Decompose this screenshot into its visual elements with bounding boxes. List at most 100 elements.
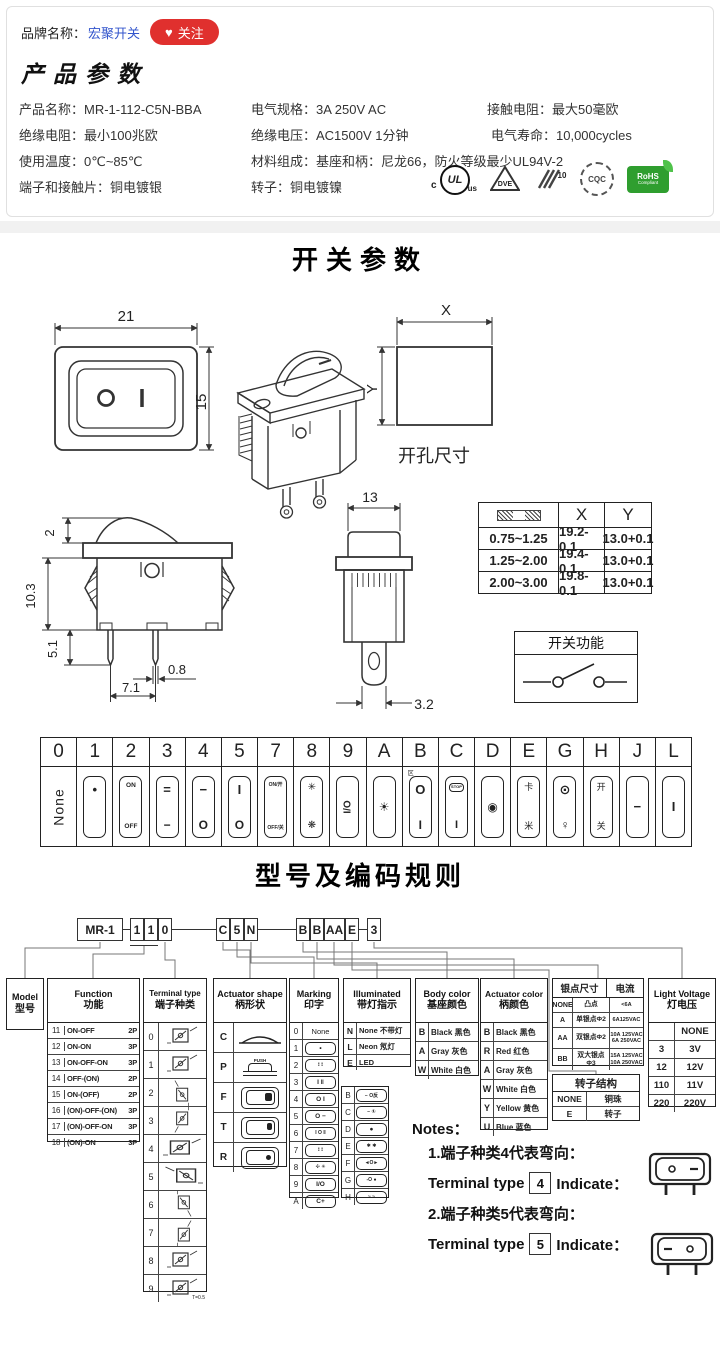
marking-row-code: 0 <box>290 1023 303 1039</box>
marking-none-label: None <box>50 787 67 826</box>
hole-cutout-view <box>396 346 493 426</box>
marking-symbol-cell: I/O <box>330 767 365 846</box>
marking-row-symbol: ◄O► <box>356 1156 387 1170</box>
marking-symbol-cell: 开 关 <box>584 767 619 846</box>
card-title: 产品参数 <box>21 61 149 88</box>
follow-label: 关注 <box>177 25 204 41</box>
actuator-color-row: Y Yellow 黄色 <box>481 1099 547 1118</box>
code-box-illuminated: N <box>244 918 258 941</box>
function-row: 14 OFF-(ON) 2P <box>48 1071 139 1087</box>
marking-symbol-bottom: ♀ <box>560 817 570 832</box>
dim-21: 21 <box>118 308 135 325</box>
note-cn-line: 2.端子种类5代表弯向： <box>428 1206 584 1223</box>
marking-en: Marking <box>296 988 332 999</box>
vde-cert-icon: DVE <box>490 165 520 191</box>
dim-x: X <box>441 302 451 319</box>
end-view-dimensions <box>336 503 412 709</box>
panel-x-value: 19.2-0.1 <box>559 524 605 554</box>
param-cell: 端子和接触片：铜电镀银 <box>19 180 163 195</box>
param-cell: 接触电阻：最大50毫欧 <box>487 102 619 117</box>
follow-button[interactable]: ♥ 关注 <box>150 19 219 45</box>
marking-code: J <box>619 738 655 767</box>
marking-row-symbol: − ① <box>356 1105 387 1119</box>
marking-symbol-top: STOP <box>448 782 465 792</box>
function-row: 13 ON-OFF-ON 3P <box>48 1055 139 1071</box>
marking-row: A C+ <box>290 1193 338 1209</box>
marking-code-column: C STOP I <box>438 738 476 846</box>
light-voltage-cn: 灯电压 <box>667 1000 697 1012</box>
function-code: 12 <box>48 1042 65 1051</box>
marking-code-column: 1 • <box>77 738 114 846</box>
code-link <box>258 929 296 930</box>
terminal-type-diagram <box>159 1190 206 1217</box>
light-voltage-code <box>649 1023 675 1040</box>
marking-code-column: 7 ON/开 OFF/关 <box>258 738 295 846</box>
marking-row: G -O ● <box>342 1172 388 1189</box>
silver-code: BB <box>553 1049 573 1070</box>
rocker-symbol: ☀ <box>372 775 396 838</box>
column-marking: Marking 印字 0 None 1 • 2 ⁝ ⁝ 3 I ‖ <box>289 978 339 1209</box>
terminal-bend-icon-5 <box>650 1232 714 1283</box>
marking-symbol-rotated: I/O <box>342 799 354 814</box>
terminal-type-diagram <box>159 1165 206 1188</box>
function-label: (ON)-OFF-(ON) <box>67 1106 117 1115</box>
code-box-model: MR-1 <box>77 918 123 941</box>
actuator-shape-row: C <box>214 1023 286 1053</box>
function-label: ON-(OFF) <box>67 1090 100 1099</box>
switch-params-heading: 开关参数 <box>291 245 428 275</box>
marking-symbol-bottom: I <box>454 818 458 831</box>
terminal-code: 6 <box>144 1191 159 1218</box>
illuminated-code: N <box>344 1023 357 1038</box>
silver-row: A 单银点Φ2 6A125VAC <box>553 1013 643 1028</box>
function-row: 18 (ON)-ON 3P <box>48 1135 139 1150</box>
rotor-label: 铜珠 <box>604 1094 622 1104</box>
marking-symbol-cell: ✳ ❋ <box>294 767 329 846</box>
light-voltage-row: NONE <box>649 1023 715 1041</box>
marking-code-column: 3 = − <box>149 738 186 846</box>
rotor-row: E 转子 <box>553 1107 639 1121</box>
dim-2: 2 <box>42 529 57 536</box>
terminal-row: 9 T=0.5 <box>144 1275 206 1302</box>
marking-row: B − O反 <box>342 1087 388 1104</box>
silver-desc: 单银点Φ2 <box>573 1013 610 1027</box>
switch-end-view <box>335 531 413 686</box>
function-code: 18 <box>48 1138 65 1147</box>
rocker-symbol: ON OFF <box>119 775 143 838</box>
marking-row-code: 9 <box>290 1176 303 1192</box>
rocker-symbol: I O <box>227 775 251 838</box>
note-en-line: Terminal type 5 Indicate： <box>428 1233 658 1255</box>
panel-col-y: Y <box>605 503 651 528</box>
rocker-symbol: I/O <box>336 775 360 838</box>
brand-link[interactable]: 宏聚开关 <box>88 25 141 41</box>
dim-5-1: 5.1 <box>45 640 60 658</box>
actuator-color-code: R <box>481 1042 494 1060</box>
terminal-row: 4 <box>144 1135 206 1163</box>
actuator-color-label: Blue 蓝色 <box>496 1122 532 1132</box>
marking-symbol-cell: − O <box>186 767 221 846</box>
marking-code-column: H 开 关 <box>583 738 620 846</box>
marking-row-code: F <box>342 1155 355 1171</box>
marking-code-column: J − <box>619 738 656 846</box>
actuator-color-en: Actuator color <box>484 988 544 999</box>
model-cn: 型号 <box>15 1003 35 1015</box>
marking-code-column: 8 ✳ ❋ <box>294 738 331 846</box>
marking-symbol-bottom: OFF <box>124 823 138 830</box>
terminal-row: 7 <box>144 1219 206 1247</box>
shape-code: R <box>214 1143 234 1172</box>
marking-code: E <box>511 738 547 767</box>
body-color-code: A <box>416 1042 429 1060</box>
marking-code: 5 <box>221 738 258 767</box>
terminal-row: 1 <box>144 1051 206 1079</box>
marking-cn: 印字 <box>304 1000 324 1012</box>
marking-symbol-cell: STOP I <box>439 767 474 846</box>
panel-table-row: 1.25~2.00 19.4-0.1 13.0+0.1 <box>479 546 653 576</box>
terminal-row: 2 <box>144 1079 206 1107</box>
marking-code-column: G ⊙ ♀ <box>547 738 584 846</box>
marking-code: A <box>366 738 402 767</box>
marking-row-symbol: -O ● <box>356 1173 387 1187</box>
marking-row-code: C <box>342 1104 355 1120</box>
code-box-voltage: 3 <box>367 918 381 941</box>
actuator-shape-row: P PUSH <box>214 1053 286 1083</box>
terminal-type-diagram <box>159 1220 206 1247</box>
marking-row: 1 • <box>290 1040 338 1057</box>
